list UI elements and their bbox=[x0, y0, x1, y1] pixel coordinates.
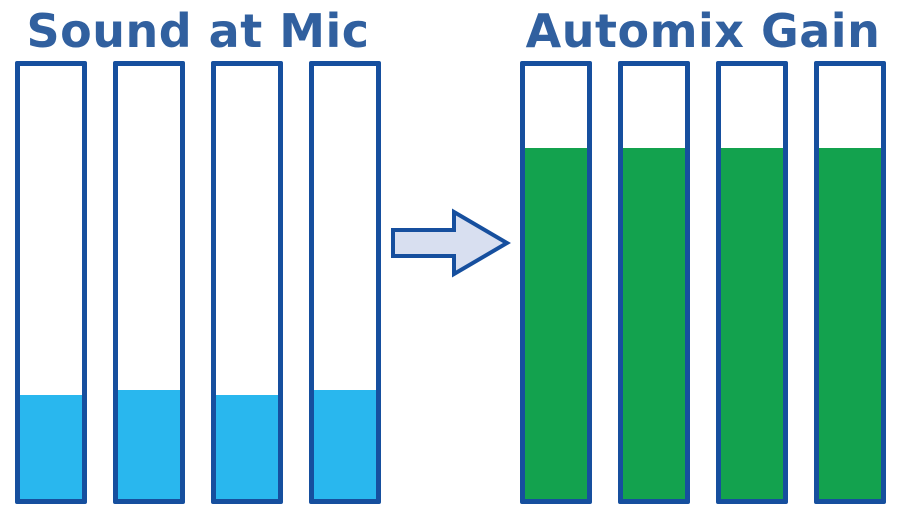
mic-level-fill bbox=[314, 390, 376, 499]
mic-level-bar bbox=[309, 60, 381, 504]
gain-level-fill bbox=[819, 147, 881, 499]
mic-level-fill bbox=[20, 394, 82, 499]
gain-level-bar bbox=[520, 60, 592, 504]
gain-level-bar bbox=[814, 60, 886, 504]
automix-gain-panel: Automix Gain bbox=[519, 6, 887, 507]
gain-level-bar bbox=[618, 60, 690, 504]
transform-arrow bbox=[382, 6, 519, 507]
gain-level-fill bbox=[623, 147, 685, 499]
mic-level-fill bbox=[216, 394, 278, 499]
sound-at-mic-panel: Sound at Mic bbox=[14, 6, 382, 507]
mic-level-fill bbox=[118, 390, 180, 499]
mic-level-bar bbox=[113, 60, 185, 504]
mic-level-bars bbox=[14, 60, 382, 507]
sound-at-mic-title: Sound at Mic bbox=[26, 4, 370, 58]
gain-level-fill bbox=[525, 147, 587, 499]
automix-gain-title: Automix Gain bbox=[525, 4, 881, 58]
right-arrow-icon bbox=[390, 208, 511, 277]
mic-level-bar bbox=[15, 60, 87, 504]
mic-level-bar bbox=[211, 60, 283, 504]
gain-level-bar bbox=[716, 60, 788, 504]
gain-level-bars bbox=[519, 60, 887, 507]
gain-level-fill bbox=[721, 147, 783, 499]
